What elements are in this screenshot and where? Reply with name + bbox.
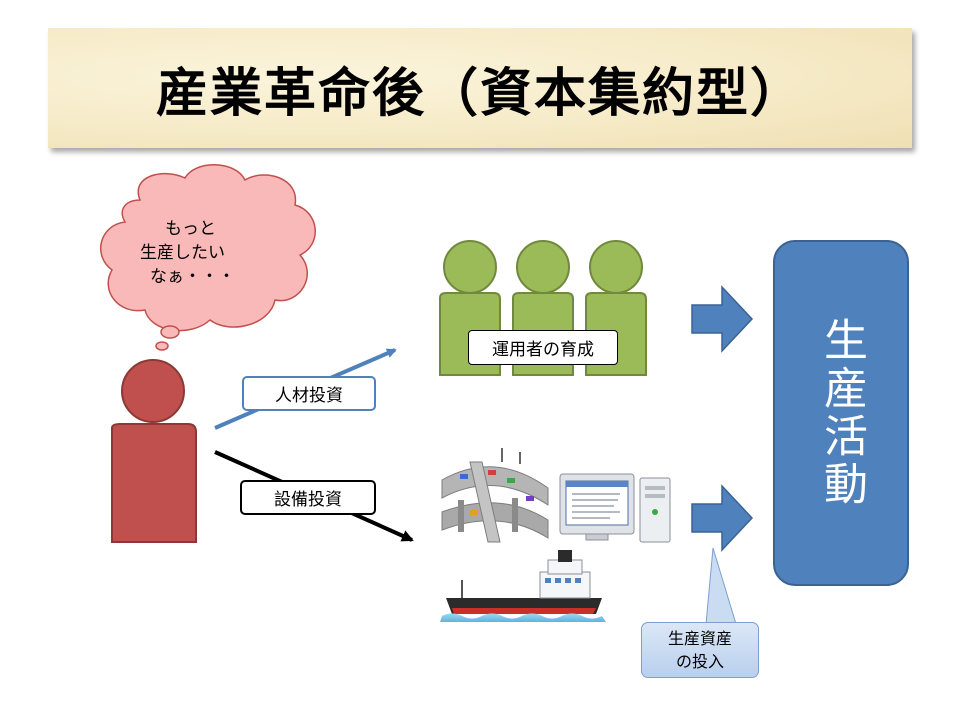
production-activity-box: 生産活動 [773,240,909,586]
equipment-investment-label: 設備投資 [240,480,376,515]
highway-icon [441,448,550,543]
asset-input-callout: 生産資産 の投入 [641,622,759,678]
operator-training-label-text: 運用者の育成 [492,340,594,360]
thought-line-2: 生産したい [140,243,225,263]
thought-line-3: なぁ・・・ [150,267,235,287]
thought-cloud [99,164,316,351]
human-investment-label-text: 人材投資 [275,386,343,406]
equipment-to-output-arrow [691,484,754,552]
callout-line-1: 生産資産 [667,629,732,648]
callout-pointer [705,547,737,625]
operator-training-label: 運用者の育成 [468,330,618,365]
callout-line-2: の投入 [675,652,724,671]
computer-icon [559,473,671,543]
workers-to-output-arrow [691,285,754,353]
investor-person-icon [111,359,197,543]
cargo-ship-icon [440,550,606,622]
equipment-investment-label-text: 設備投資 [274,490,342,510]
human-investment-label: 人材投資 [242,376,376,411]
thought-line-1: もっと [165,219,216,239]
page-title: 産業革命後（資本集約型） [155,63,804,124]
production-activity-text: 生産活動 [816,317,867,509]
title-banner: 産業革命後（資本集約型） [48,28,912,148]
thought-cloud-text: もっと 生産したい なぁ・・・ [125,217,255,289]
